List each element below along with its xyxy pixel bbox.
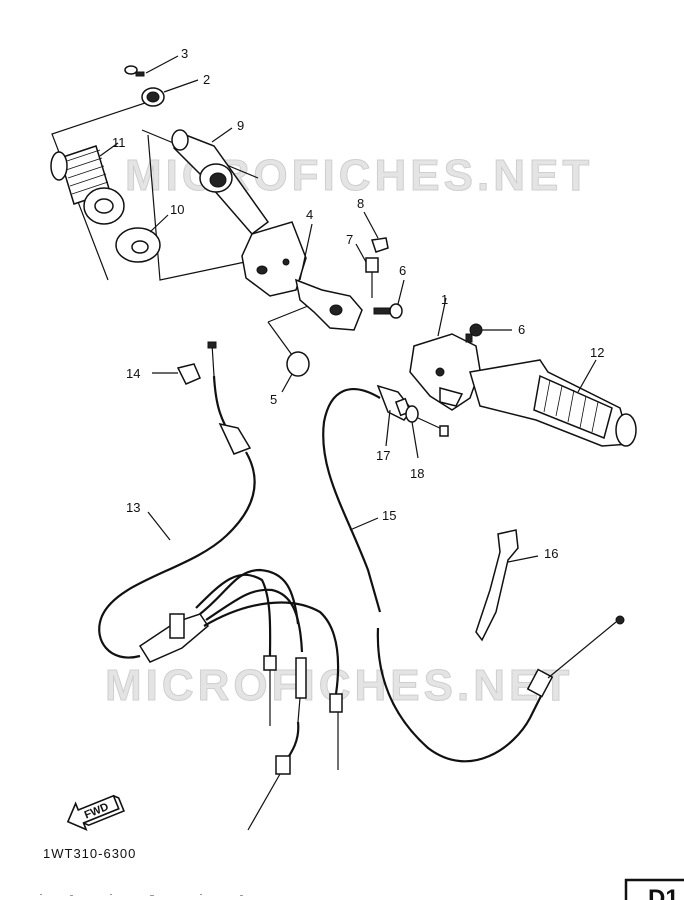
page-code-box: D1	[624, 878, 684, 900]
cover-part-8	[371, 237, 389, 253]
left-grip-part-11	[50, 145, 125, 225]
label-part-11: 11	[112, 135, 126, 150]
label-part-10: 10	[170, 202, 184, 217]
label-part-13: 13	[126, 500, 140, 515]
cap-part-5	[286, 351, 310, 377]
adjust-screw-part-7	[365, 257, 379, 298]
page-code: D1	[648, 885, 679, 900]
diagram-code: 1WT310-6300	[43, 846, 136, 861]
label-part-7: 7	[346, 232, 353, 247]
right-grip-part-12	[469, 359, 637, 447]
label-part-2: 2	[203, 72, 210, 87]
label-part-6-right: 6	[518, 322, 525, 337]
scan-noise	[40, 894, 243, 896]
fwd-arrow-icon: FWD	[66, 794, 125, 831]
label-part-15: 15	[382, 508, 396, 523]
screw-part-6-right	[465, 323, 483, 343]
bracket-part-16	[475, 529, 519, 642]
washer-part-10	[115, 227, 161, 263]
screw-part-3	[124, 65, 145, 77]
label-part-12: 12	[590, 345, 604, 360]
label-part-8: 8	[357, 196, 364, 211]
locknut-part-18	[405, 405, 449, 437]
label-part-5: 5	[270, 392, 277, 407]
label-part-4: 4	[306, 207, 313, 222]
label-part-17: 17	[376, 448, 390, 463]
label-part-3: 3	[181, 46, 188, 61]
label-part-6-left: 6	[399, 263, 406, 278]
screw-part-6-left	[373, 303, 403, 319]
switch-housing-part-1	[409, 333, 481, 411]
throttle-cable-part-13	[98, 341, 343, 831]
throttle-tube-part-9	[171, 129, 270, 236]
bracket-part-14	[176, 363, 201, 385]
label-part-9: 9	[237, 118, 244, 133]
end-cap-part-2	[141, 87, 165, 107]
label-part-18: 18	[410, 466, 424, 481]
label-part-16: 16	[544, 546, 558, 561]
label-part-14: 14	[126, 366, 140, 381]
throttle-housing-part-4	[241, 221, 363, 331]
label-part-1: 1	[441, 292, 448, 307]
